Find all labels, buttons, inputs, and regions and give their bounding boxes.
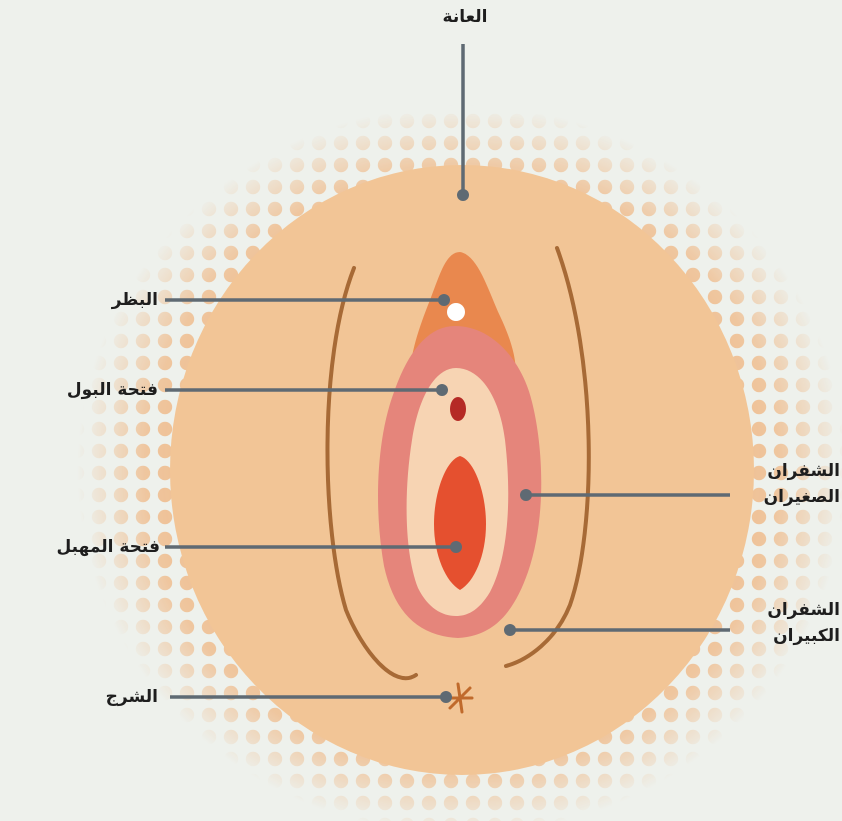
label-clitoris: البظر <box>40 287 158 313</box>
clitoris-glans <box>447 303 465 321</box>
urethra-shape <box>450 397 466 421</box>
label-urethral-opening: فتحة البول <box>10 377 158 403</box>
label-labia-minora-line-1: الشفران <box>738 458 840 484</box>
label-labia-minora-line-2: الصغيران <box>738 484 840 510</box>
label-pubis: العانة <box>425 4 505 30</box>
label-perineum: الشرج <box>50 684 158 710</box>
label-labia-minora: الشفران الصغيران <box>738 458 840 510</box>
label-labia-majora-line-2: الكبيران <box>738 623 840 649</box>
label-labia-majora: الشفران الكبيران <box>738 597 840 649</box>
label-labia-majora-line-1: الشفران <box>738 597 840 623</box>
label-vaginal-opening: فتحة المهبل <box>4 534 160 560</box>
